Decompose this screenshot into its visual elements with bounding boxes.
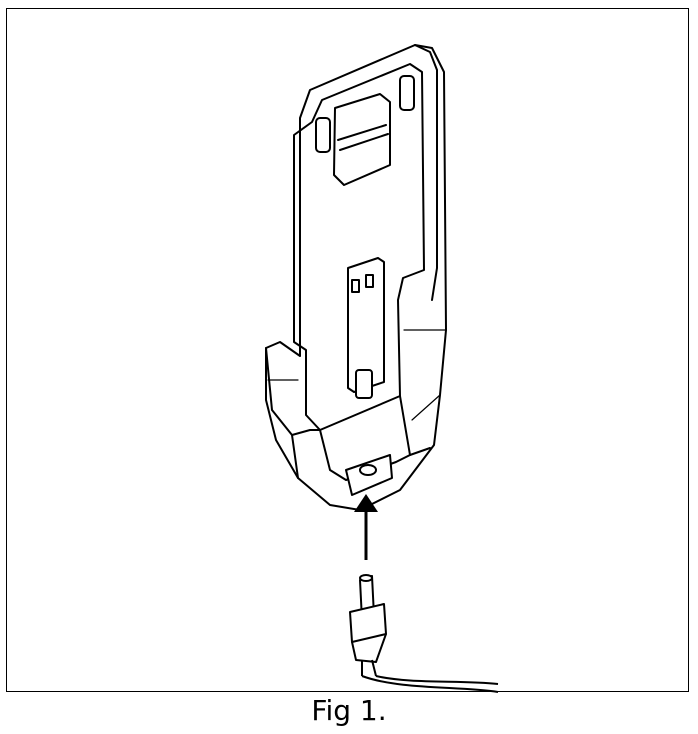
insertion-arrow bbox=[354, 494, 378, 560]
center-strip bbox=[347, 257, 385, 393]
top-clip bbox=[333, 93, 391, 186]
power-plug bbox=[349, 574, 499, 693]
slot-right bbox=[399, 75, 415, 111]
cradle-bottom-face bbox=[291, 429, 411, 481]
figure-caption: Fig 1. bbox=[311, 694, 387, 727]
cradle-side-edge bbox=[414, 44, 438, 301]
cradle-back-plate bbox=[293, 63, 425, 431]
slot-left bbox=[315, 117, 331, 153]
